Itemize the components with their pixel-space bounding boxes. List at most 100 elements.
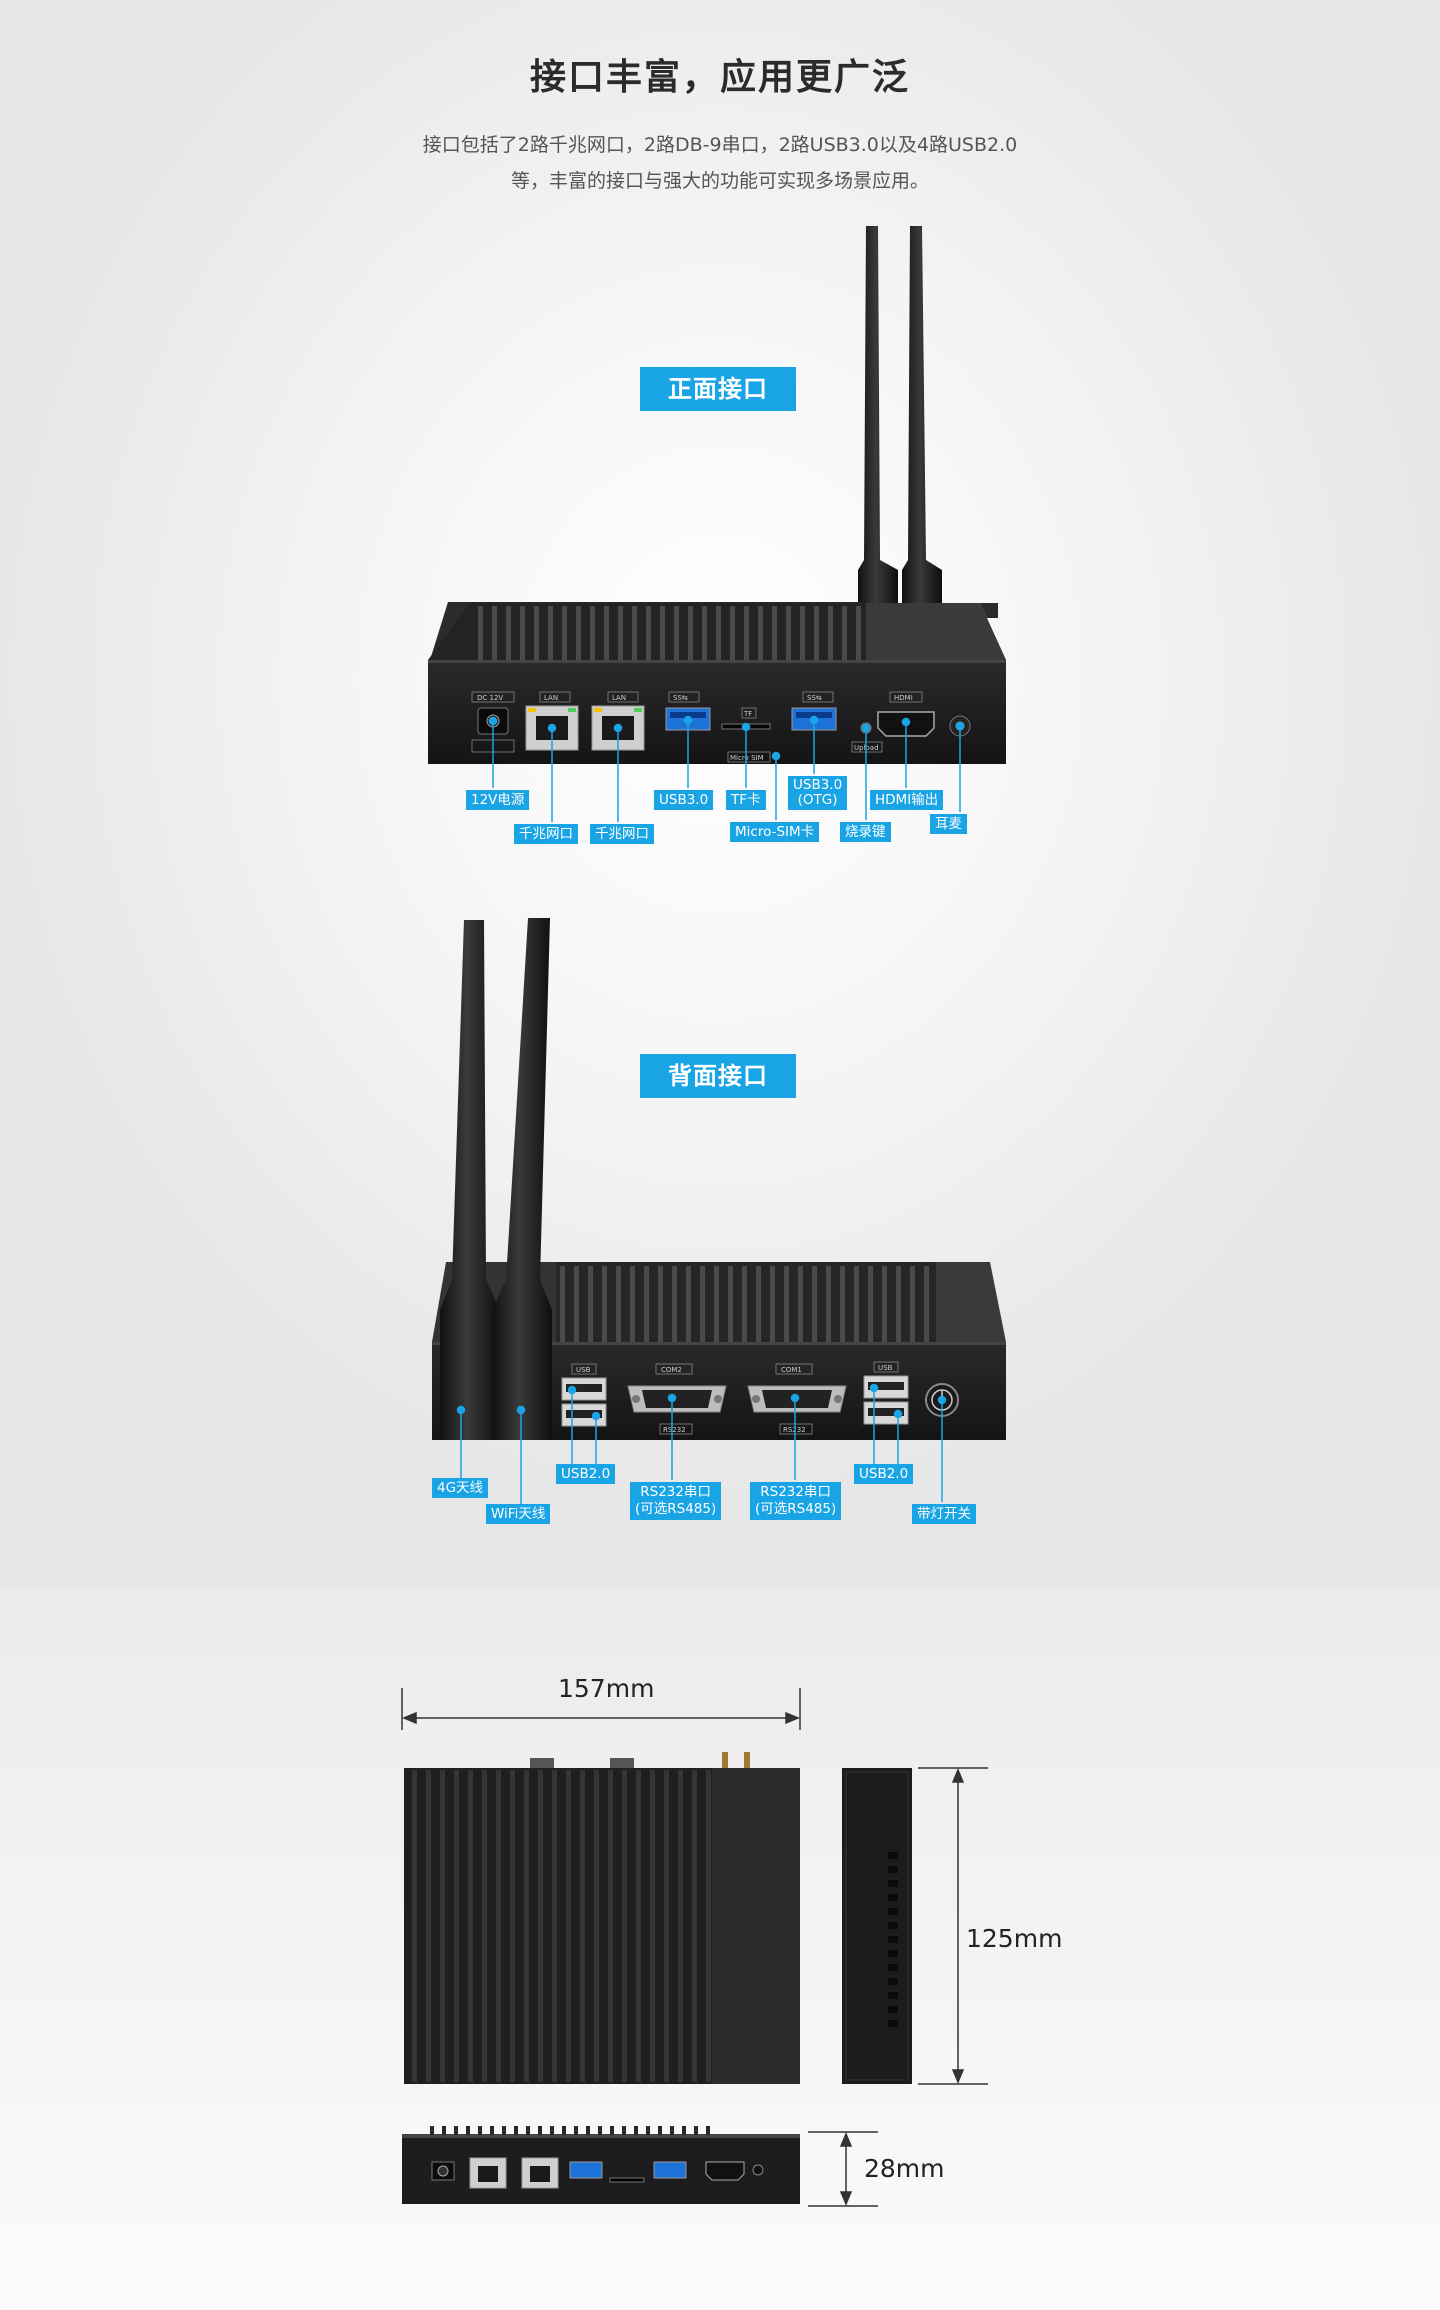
fin — [888, 1992, 898, 1999]
top-view-fins — [412, 1770, 711, 2082]
fin — [660, 606, 665, 660]
fin — [590, 606, 595, 660]
fin — [604, 606, 609, 660]
silk-com1: COM1 — [781, 1366, 802, 1374]
silk-com2: COM2 — [661, 1366, 682, 1374]
dimension-width-label: 157mm — [558, 1674, 655, 1703]
silk-lan1: LAN — [544, 694, 558, 702]
width-dimension-line — [401, 1688, 801, 1730]
fin — [562, 606, 567, 660]
label-earphone: 耳麦 — [930, 814, 967, 834]
fin — [538, 2126, 542, 2135]
fin — [576, 606, 581, 660]
fin — [702, 606, 707, 660]
back-leader-lines — [456, 1383, 947, 1504]
description-line-1: 接口包括了2路千兆网口，2路DB-9串口，2路USB3.0以及4路USB2.0 — [422, 134, 1018, 156]
top-view-device — [404, 1752, 800, 2084]
fin — [602, 1266, 607, 1342]
label-micro-sim: Micro-SIM卡 — [730, 822, 820, 842]
fin — [730, 606, 735, 660]
fin — [826, 1266, 831, 1342]
label-usb20-left: USB2.0 — [556, 1464, 616, 1484]
label-rs232-b-line1: RS232串口 — [760, 1484, 831, 1500]
label-usb30-otg: USB3.0 (OTG) — [788, 776, 848, 810]
fin — [482, 1770, 487, 2082]
fin — [786, 606, 791, 660]
fin — [634, 2126, 638, 2135]
front-heatsink-fins — [478, 606, 861, 660]
fin — [828, 606, 833, 660]
label-burn-key: 烧录键 — [840, 822, 891, 842]
fin — [454, 2126, 458, 2135]
fin — [650, 1770, 655, 2082]
fin — [430, 2126, 434, 2135]
fin — [814, 606, 819, 660]
fin — [622, 2126, 626, 2135]
fin — [586, 2126, 590, 2135]
label-wifi-antenna: WiFi天线 — [486, 1504, 551, 1524]
label-usb30: USB3.0 — [654, 790, 714, 810]
fin — [618, 606, 623, 660]
fin — [562, 2126, 566, 2135]
fin — [560, 1266, 565, 1342]
fin — [574, 2126, 578, 2135]
fin — [502, 2126, 506, 2135]
fin — [868, 1266, 873, 1342]
label-rs232-b-line2: (可选RS485) — [755, 1501, 837, 1517]
fin — [646, 606, 651, 660]
back-antenna-wifi — [492, 918, 552, 1440]
fin — [510, 1770, 515, 2082]
fin — [526, 2126, 530, 2135]
fin — [842, 606, 847, 660]
front-small-view-fins — [430, 2126, 710, 2135]
dimension-depth-label: 125mm — [966, 1924, 1063, 1953]
silk-hdmi: HDMI — [894, 694, 913, 702]
fin — [888, 1894, 898, 1901]
fin — [888, 1852, 898, 1859]
fin — [882, 1266, 887, 1342]
label-rs232-a-line1: RS232串口 — [640, 1484, 711, 1500]
fin — [888, 2006, 898, 2013]
fin — [658, 2126, 662, 2135]
silk-usb-left: USB — [576, 1366, 591, 1374]
fin — [888, 1922, 898, 1929]
fin — [798, 1266, 803, 1342]
fin — [856, 606, 861, 660]
back-ports: USB COM2 RS232 COM1 RS232 USB — [561, 1361, 959, 1435]
fin — [552, 1770, 557, 2082]
depth-dimension-line — [918, 1767, 988, 2085]
front-leader-lines — [488, 715, 965, 822]
fin — [468, 1770, 473, 2082]
fin — [550, 2126, 554, 2135]
fin — [440, 1770, 445, 2082]
fin — [594, 1770, 599, 2082]
silk-ss1: SS⇆ — [673, 694, 688, 702]
fin — [700, 1266, 705, 1342]
label-usb30-otg-line2: (OTG) — [797, 792, 838, 808]
back-antenna-4g — [440, 920, 500, 1440]
fin — [548, 606, 553, 660]
fin — [524, 1770, 529, 2082]
fin — [854, 1266, 859, 1342]
fin — [686, 1266, 691, 1342]
fin — [478, 2126, 482, 2135]
fin — [538, 1770, 543, 2082]
fin — [888, 1936, 898, 1943]
silk-usb-right: USB — [878, 1364, 893, 1372]
fin — [910, 1266, 915, 1342]
side-view-vents — [888, 1852, 898, 2027]
label-usb30-otg-line1: USB3.0 — [793, 777, 843, 793]
silk-ss2: SS⇆ — [807, 694, 822, 702]
fin — [574, 1266, 579, 1342]
fin — [758, 606, 763, 660]
fin — [706, 1770, 711, 2082]
fin — [772, 606, 777, 660]
height-dimension-line — [808, 2131, 878, 2207]
fin — [716, 606, 721, 660]
silk-lan2: LAN — [612, 694, 626, 702]
fin — [694, 2126, 698, 2135]
fin — [492, 606, 497, 660]
label-hdmi-output: HDMI输出 — [870, 790, 944, 810]
fin — [426, 1770, 431, 2082]
